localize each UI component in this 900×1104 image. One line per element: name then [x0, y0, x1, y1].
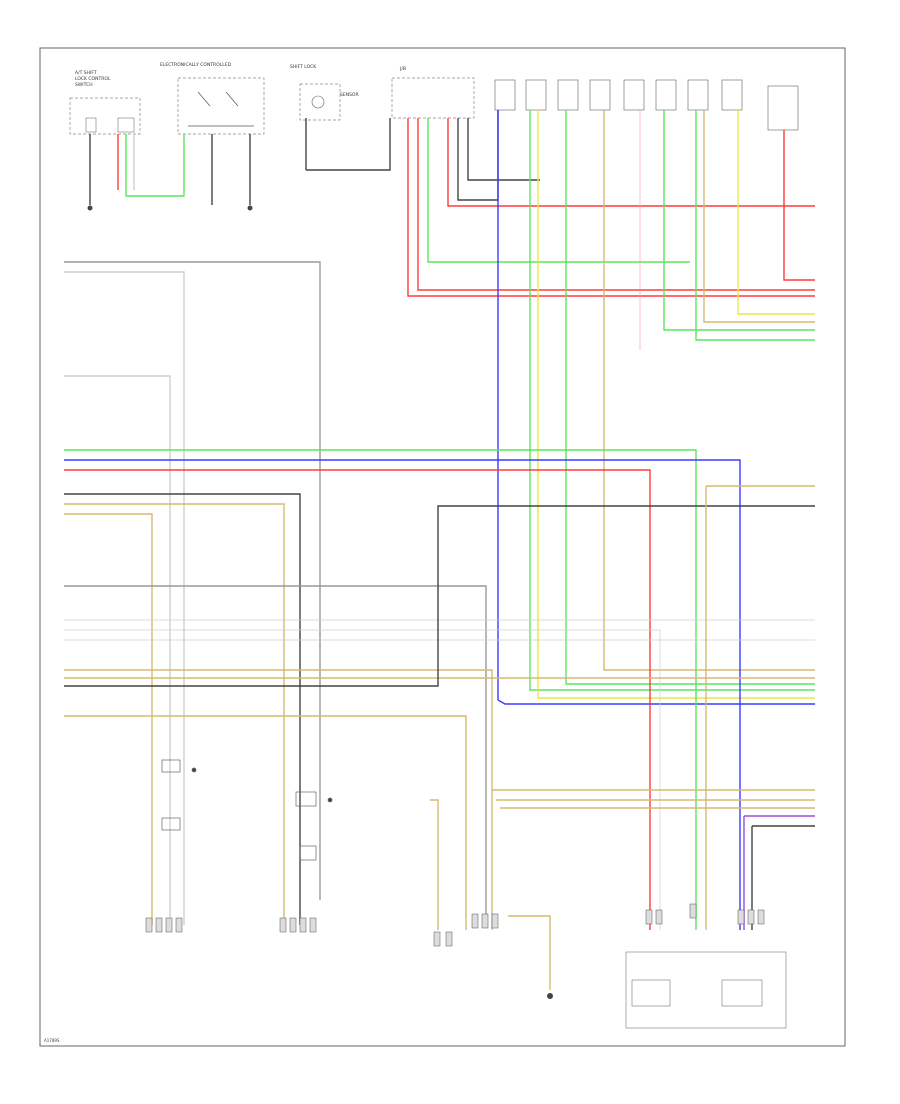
component-bottom-connectors	[145, 903, 765, 947]
component-mid-switches	[161, 759, 333, 861]
wires-right-lower	[430, 789, 815, 990]
component-sensor-stack: SHIFT LOCK SENSOR	[290, 64, 359, 121]
label-top-left-relay-l3: SWITCH	[75, 82, 93, 88]
label-sensor-stack: SHIFT LOCK	[290, 64, 317, 70]
wires-top-right	[407, 110, 815, 705]
wires-left-bus	[64, 261, 815, 930]
label-top-switch: ELECTRONICALLY CONTROLLED	[160, 62, 232, 68]
component-top-switch: ELECTRONICALLY CONTROLLED	[160, 62, 265, 135]
component-bottom-boxes	[87, 205, 787, 1029]
page-label: A1789S	[44, 1038, 60, 1043]
wires-top-left	[89, 118, 391, 205]
component-top-left-relay: A/T SHIFT LOCK CONTROL SWITCH	[69, 70, 141, 135]
diagram-frame	[39, 47, 846, 1047]
label-top-left-relay-l2: LOCK CONTROL	[75, 76, 111, 82]
component-junction-block: J/B	[391, 66, 475, 119]
label-junction-block: J/B	[399, 66, 406, 72]
label-top-left-relay-l1: A/T SHIFT	[75, 70, 97, 76]
component-fuse-row	[494, 79, 799, 131]
label-sensor-stack-list: SENSOR	[340, 92, 359, 98]
